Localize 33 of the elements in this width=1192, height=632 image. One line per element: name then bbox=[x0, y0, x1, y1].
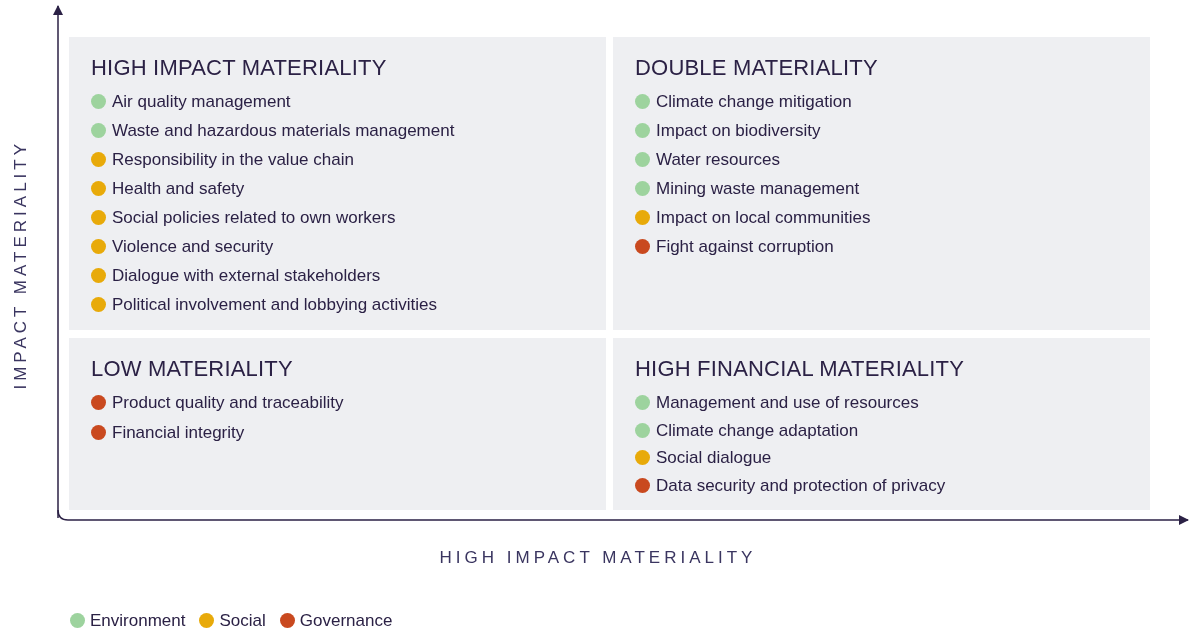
topic-text: Dialogue with external stakeholders bbox=[112, 265, 381, 287]
topic-text: Mining waste management bbox=[656, 178, 860, 200]
topic-text: Responsibility in the value chain bbox=[112, 149, 354, 171]
topic-text: Impact on local communities bbox=[656, 207, 871, 229]
topic-text: Management and use of resources bbox=[656, 392, 919, 414]
quadrant-heading: HIGH FINANCIAL MATERIALITY bbox=[635, 355, 965, 383]
axis-title: IMPACT MATERIALITY bbox=[10, 140, 32, 390]
topic-text: Data security and protection of privacy bbox=[656, 474, 946, 497]
topic-text: Water resources bbox=[656, 149, 781, 171]
topic-text: Violence and security bbox=[112, 236, 274, 258]
topic-text: Air quality management bbox=[112, 91, 291, 113]
topic-text: Product quality and traceability bbox=[112, 392, 344, 414]
topic-text: Financial integrity bbox=[112, 422, 245, 444]
quadrant-panel bbox=[69, 338, 606, 510]
topic-text: Waste and hazardous materials management bbox=[112, 120, 455, 142]
topic-text: Climate change adaptation bbox=[656, 419, 859, 442]
topic-text: Impact on biodiversity bbox=[656, 120, 821, 142]
topic-text: Social policies related to own workers bbox=[112, 207, 396, 229]
topic-text: Political involvement and lobbying activities bbox=[112, 294, 438, 316]
quadrant-panel bbox=[613, 338, 1150, 510]
quadrant-heading: DOUBLE MATERIALITY bbox=[635, 54, 878, 82]
axis-title: HIGH IMPACT MATERIALITY bbox=[438, 547, 758, 569]
topic-text: Fight against corruption bbox=[656, 236, 834, 258]
quadrant-heading: LOW MATERIALITY bbox=[91, 355, 293, 383]
topic-text: Health and safety bbox=[112, 178, 245, 200]
legend-text: Social bbox=[219, 610, 266, 632]
quadrant-heading: HIGH IMPACT MATERIALITY bbox=[91, 54, 387, 82]
legend-text: Governance bbox=[299, 610, 393, 632]
quadrant-panel bbox=[69, 37, 606, 330]
topic-text: Social dialogue bbox=[656, 447, 772, 469]
topic-text: Climate change mitigation bbox=[656, 91, 852, 113]
legend-text: Environment bbox=[90, 610, 186, 632]
quadrant-panel bbox=[613, 37, 1150, 330]
